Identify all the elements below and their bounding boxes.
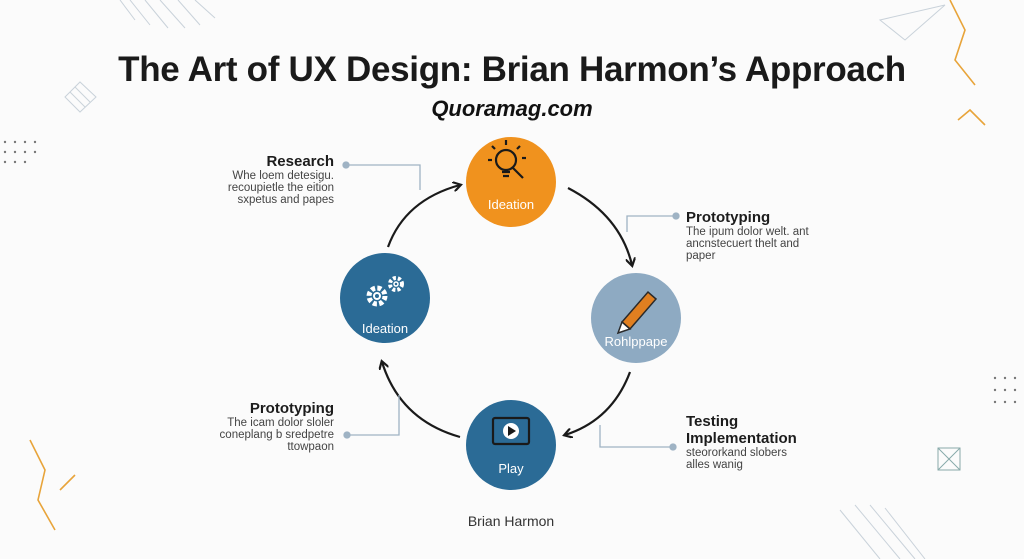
annotation-line: sxpetus and papes: [237, 194, 334, 206]
arrow-play-to-ideation: [382, 362, 461, 439]
annotation-line: coneplang b sredpetre: [219, 429, 334, 441]
play-screen-icon: [491, 416, 531, 446]
node-label: Play: [498, 461, 524, 476]
annotation-line: The ipum dolor welt. ant: [686, 226, 809, 238]
annotation-line: ancnstecuert thelt and: [686, 238, 800, 250]
annotation-heading: Research: [266, 153, 334, 170]
node-label: Ideation: [487, 197, 535, 212]
annotation-prototyping-left: Prototyping The icam dolor sloler conepl…: [180, 400, 334, 453]
decorative-hatch: [64, 0, 961, 559]
annotation-heading: Implementation: [686, 430, 797, 447]
annotation-heading: Prototyping: [686, 209, 771, 226]
arrow-ideation-to-research: [386, 185, 460, 248]
annotation-line: alles wanig: [686, 459, 743, 471]
annotation-line: ttowpaon: [287, 441, 334, 453]
node-label: Rohlppape: [604, 334, 668, 349]
annotation-testing: Testing Implementation steororkand slobe…: [686, 413, 856, 471]
decorative-zigzag: [29, 0, 986, 531]
annotation-line: steororkand slobers: [686, 447, 787, 459]
decorative-dots: [3, 140, 1017, 404]
annotation-line: The icam dolor sloler: [227, 417, 334, 429]
annotation-prototyping-right: Prototyping The ipum dolor welt. ant anc…: [686, 209, 856, 262]
pencil-icon: [616, 290, 658, 335]
lightbulb-search-icon: [488, 140, 526, 179]
connector-lines: [342, 161, 680, 451]
page-title: The Art of UX Design: Brian Harmon’s App…: [118, 50, 906, 89]
annotation-line: Whe loem detesigu.: [232, 170, 334, 182]
cycle-arrows: [382, 185, 632, 437]
annotation-heading: Prototyping: [249, 400, 334, 417]
annotation-heading: Testing: [686, 413, 739, 430]
site-name: Quoramag.com: [431, 96, 593, 121]
author-name: Brian Harmon: [467, 513, 555, 529]
arrow-prototype-to-play: [565, 371, 632, 435]
node-label: Ideation: [361, 321, 409, 336]
arrow-ideation-to-prototype: [567, 187, 632, 265]
annotation-line: recoupietle the eition: [227, 182, 334, 194]
annotation-line: paper: [686, 250, 716, 262]
gears-icon: [366, 276, 404, 307]
annotation-research: Research Whe loem detesigu. recoupietle …: [180, 153, 334, 206]
